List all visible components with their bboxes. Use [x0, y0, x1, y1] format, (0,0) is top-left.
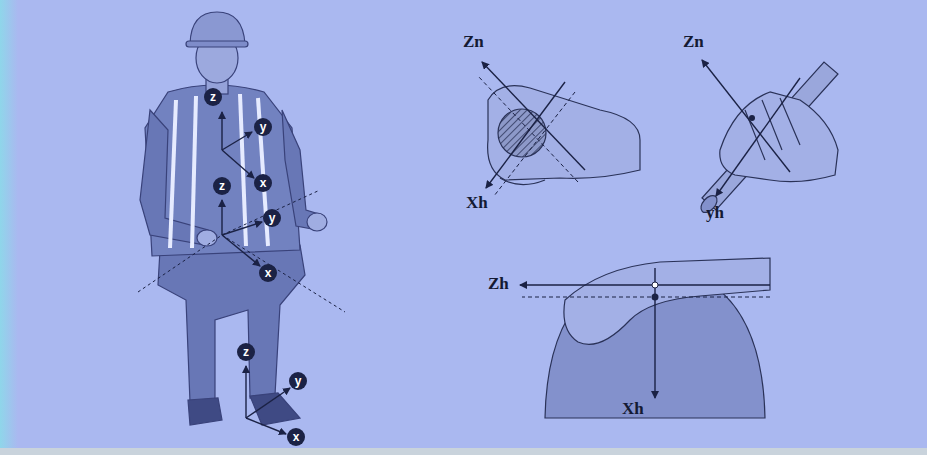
axis-label: Xh — [622, 400, 644, 418]
axis-circle: x — [259, 264, 277, 282]
axis-letter: y — [260, 121, 267, 133]
axis-letter: x — [265, 267, 272, 279]
axis-circle: y — [254, 118, 272, 136]
axis-circle: z — [237, 343, 255, 361]
axis-circle: x — [287, 428, 305, 446]
axis-letter: y — [269, 212, 276, 224]
axis-circle: z — [204, 88, 222, 106]
axis-letter: x — [293, 431, 300, 443]
axis-circle: x — [254, 174, 272, 192]
axis-letter: z — [243, 346, 249, 358]
axis-label: Zh — [488, 275, 509, 293]
axis-letter: y — [295, 375, 302, 387]
axis-letter: z — [210, 91, 216, 103]
axis-circle: y — [289, 372, 307, 390]
axis-label: Xh — [466, 194, 488, 212]
axis-circle: y — [263, 209, 281, 227]
axis-label: Zn — [683, 33, 704, 51]
axis-label: yh — [706, 204, 724, 222]
axis-letter: x — [260, 177, 267, 189]
axis-letter: z — [219, 180, 225, 192]
axis-circle: z — [213, 177, 231, 195]
axis-label: Zn — [463, 33, 484, 51]
